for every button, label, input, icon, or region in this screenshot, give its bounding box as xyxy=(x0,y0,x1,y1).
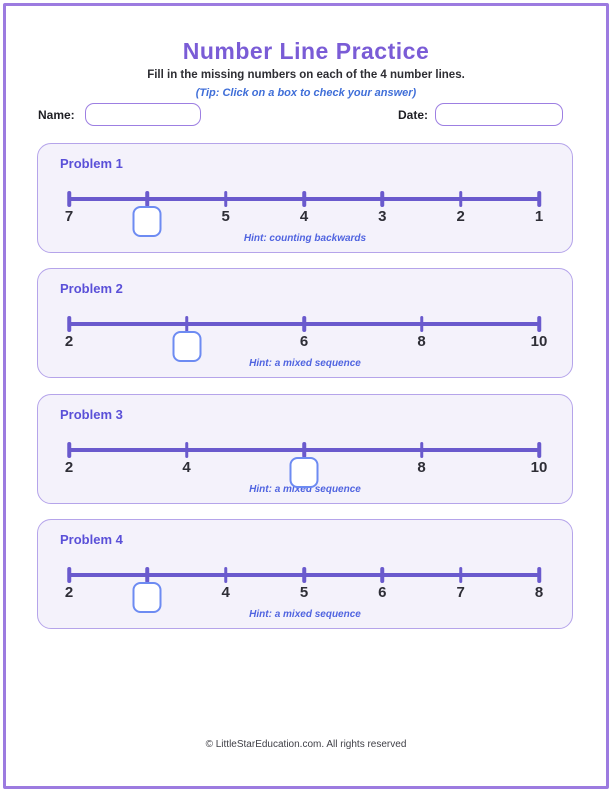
tick-mark xyxy=(302,316,306,332)
tick-mark xyxy=(419,316,424,332)
problem-hint: Hint: a mixed sequence xyxy=(249,484,361,495)
answer-box[interactable] xyxy=(289,457,319,488)
tick-label: 6 xyxy=(299,333,309,350)
problem-title: Problem 2 xyxy=(60,281,123,296)
tick-label: 4 xyxy=(299,208,309,225)
tick-label: 2 xyxy=(456,208,465,225)
tick-mark xyxy=(380,191,385,207)
tick-mark xyxy=(145,567,150,583)
tick-mark xyxy=(537,567,541,583)
tick-label: 3 xyxy=(378,208,387,225)
tick-mark xyxy=(458,567,463,583)
tick-mark xyxy=(67,191,71,207)
tick-mark xyxy=(458,191,463,207)
tick-label: 8 xyxy=(417,459,426,476)
tick-mark xyxy=(537,442,541,458)
tick-label: 4 xyxy=(182,459,191,476)
problem-hint: Hint: a mixed sequence xyxy=(249,609,361,620)
number-line: 2 4 5 6 7 8 xyxy=(65,560,543,624)
problem-card-2: Problem 2 2 6 8 10 Hint: a mixed sequence xyxy=(37,268,573,378)
tick-mark xyxy=(537,316,541,332)
page-title: Number Line Practice xyxy=(182,38,430,64)
problem-hint: Hint: a mixed sequence xyxy=(249,358,361,369)
problem-card-4: Problem 4 2 4 5 6 7 8 Hint: a mixed sequence xyxy=(37,519,573,629)
tick-mark xyxy=(184,316,189,332)
tick-mark xyxy=(302,567,306,583)
tick-label: 6 xyxy=(378,584,387,601)
tick-mark xyxy=(67,442,71,458)
tick-label: 8 xyxy=(534,584,544,601)
answer-box[interactable] xyxy=(172,331,201,362)
tick-mark xyxy=(419,442,424,458)
tick-label: 5 xyxy=(299,584,309,601)
instructions-text: Fill in the missing numbers on each of t… xyxy=(147,69,465,81)
date-input[interactable] xyxy=(435,103,563,126)
tick-mark xyxy=(145,191,150,207)
tick-label: 10 xyxy=(530,333,548,350)
tick-mark xyxy=(223,567,228,583)
tick-label: 2 xyxy=(64,333,74,350)
tick-label: 10 xyxy=(530,459,548,476)
problem-title: Problem 1 xyxy=(60,156,123,171)
tick-label: 2 xyxy=(64,459,74,476)
tick-mark xyxy=(223,191,228,207)
problem-title: Problem 3 xyxy=(60,407,123,422)
tick-mark xyxy=(537,191,541,207)
number-line: 2 6 8 10 xyxy=(65,309,547,373)
tick-label: 5 xyxy=(221,208,230,225)
number-line: 2 4 8 10 xyxy=(65,435,547,499)
tick-mark xyxy=(67,316,71,332)
date-label: Date: xyxy=(398,108,429,122)
tick-label: 1 xyxy=(534,208,544,225)
tick-mark xyxy=(302,191,306,207)
number-line: 7 5 4 3 2 1 xyxy=(65,184,543,248)
name-label: Name: xyxy=(38,108,75,122)
problem-card-1: Problem 1 7 5 4 3 2 1 Hint: counting backward… xyxy=(37,143,573,253)
name-input[interactable] xyxy=(85,103,201,126)
tick-label: 7 xyxy=(456,584,465,601)
tick-mark xyxy=(302,442,306,458)
problem-hint: Hint: counting backwards xyxy=(243,233,367,244)
problem-card-3: Problem 3 2 4 8 10 Hint: a mixed sequence xyxy=(37,394,573,504)
answer-box[interactable] xyxy=(132,206,162,237)
tick-label: 4 xyxy=(221,584,230,601)
tick-mark xyxy=(184,442,189,458)
answer-box[interactable] xyxy=(132,582,162,613)
tip-text: (Tip: Click on a box to check your answe… xyxy=(195,87,417,99)
tick-label: 8 xyxy=(417,333,426,350)
tick-label: 2 xyxy=(64,584,74,601)
tick-mark xyxy=(67,567,71,583)
problem-title: Problem 4 xyxy=(60,532,123,547)
tick-label: 7 xyxy=(64,208,74,225)
copyright-text: © LittleStarEducation.com. All rights re… xyxy=(205,739,407,750)
tick-mark xyxy=(380,567,385,583)
